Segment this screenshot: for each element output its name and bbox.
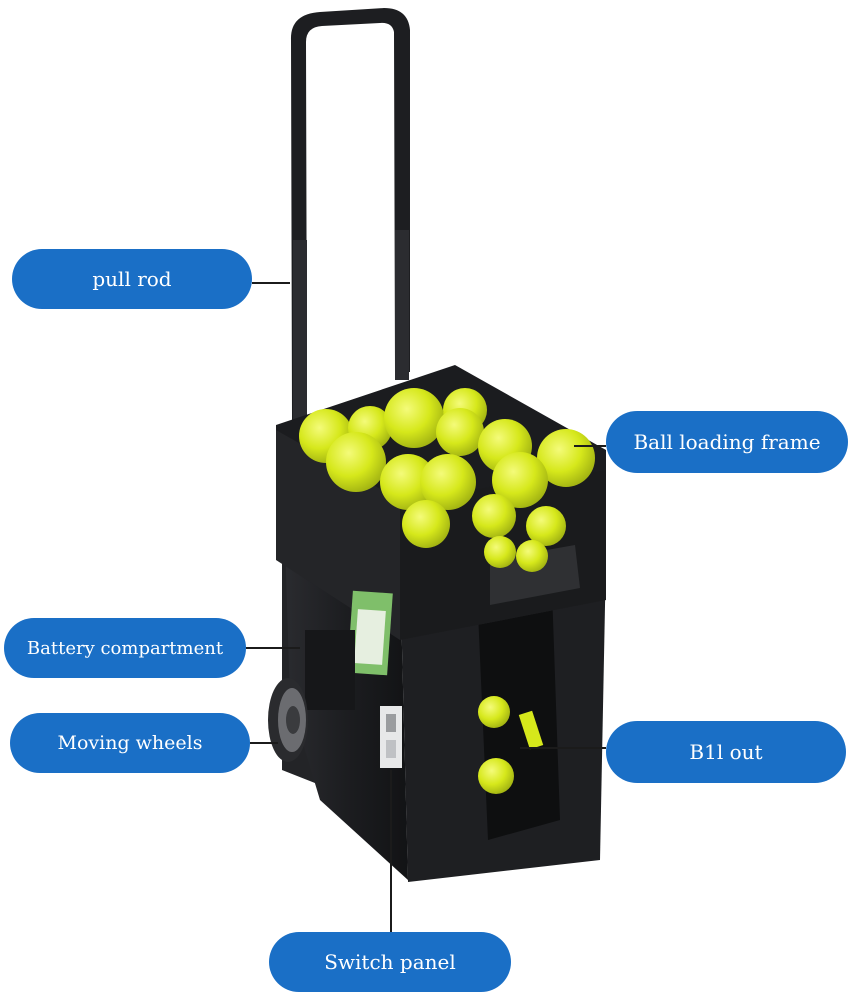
leader-lines <box>246 282 606 932</box>
tennis-balls <box>299 388 595 794</box>
moving-wheels-label: Moving wheels <box>10 713 250 773</box>
pull-rod-label: pull rod <box>12 249 252 309</box>
switch-panel-label: Switch panel <box>269 932 511 992</box>
ball-loading-frame-label: Ball loading frame <box>606 411 848 473</box>
battery-compartment-label: Battery compartment <box>4 618 246 678</box>
ball-out-label: B1l out <box>606 721 846 783</box>
wheel <box>268 678 308 762</box>
pull-rod-handle <box>290 8 410 420</box>
